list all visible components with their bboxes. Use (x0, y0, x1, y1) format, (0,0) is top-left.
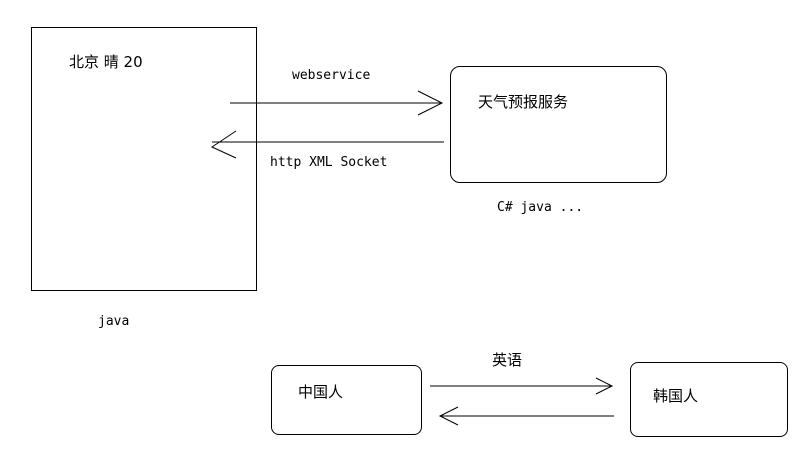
response-protocol-label: http XML Socket (270, 155, 388, 170)
english-bridge-label: 英语 (492, 351, 523, 369)
java-client-box (31, 27, 257, 291)
response-arrow (210, 130, 444, 159)
weather-display-text: 北京 晴 20 (69, 53, 143, 71)
request-protocol-label: webservice (292, 68, 371, 83)
korean-person-box (630, 362, 788, 437)
weather-service-box (450, 66, 667, 183)
request-arrow (230, 90, 444, 116)
weather-service-title: 天气预报服务 (478, 93, 569, 111)
korean-person-label: 韩国人 (653, 387, 699, 405)
chinese-person-box (271, 365, 422, 435)
korean-to-chinese-arrow (438, 406, 614, 426)
chinese-person-label: 中国人 (298, 383, 344, 401)
chinese-to-korean-arrow (430, 377, 614, 395)
service-caption: C# java ... (497, 200, 584, 215)
client-caption: java (98, 314, 130, 329)
